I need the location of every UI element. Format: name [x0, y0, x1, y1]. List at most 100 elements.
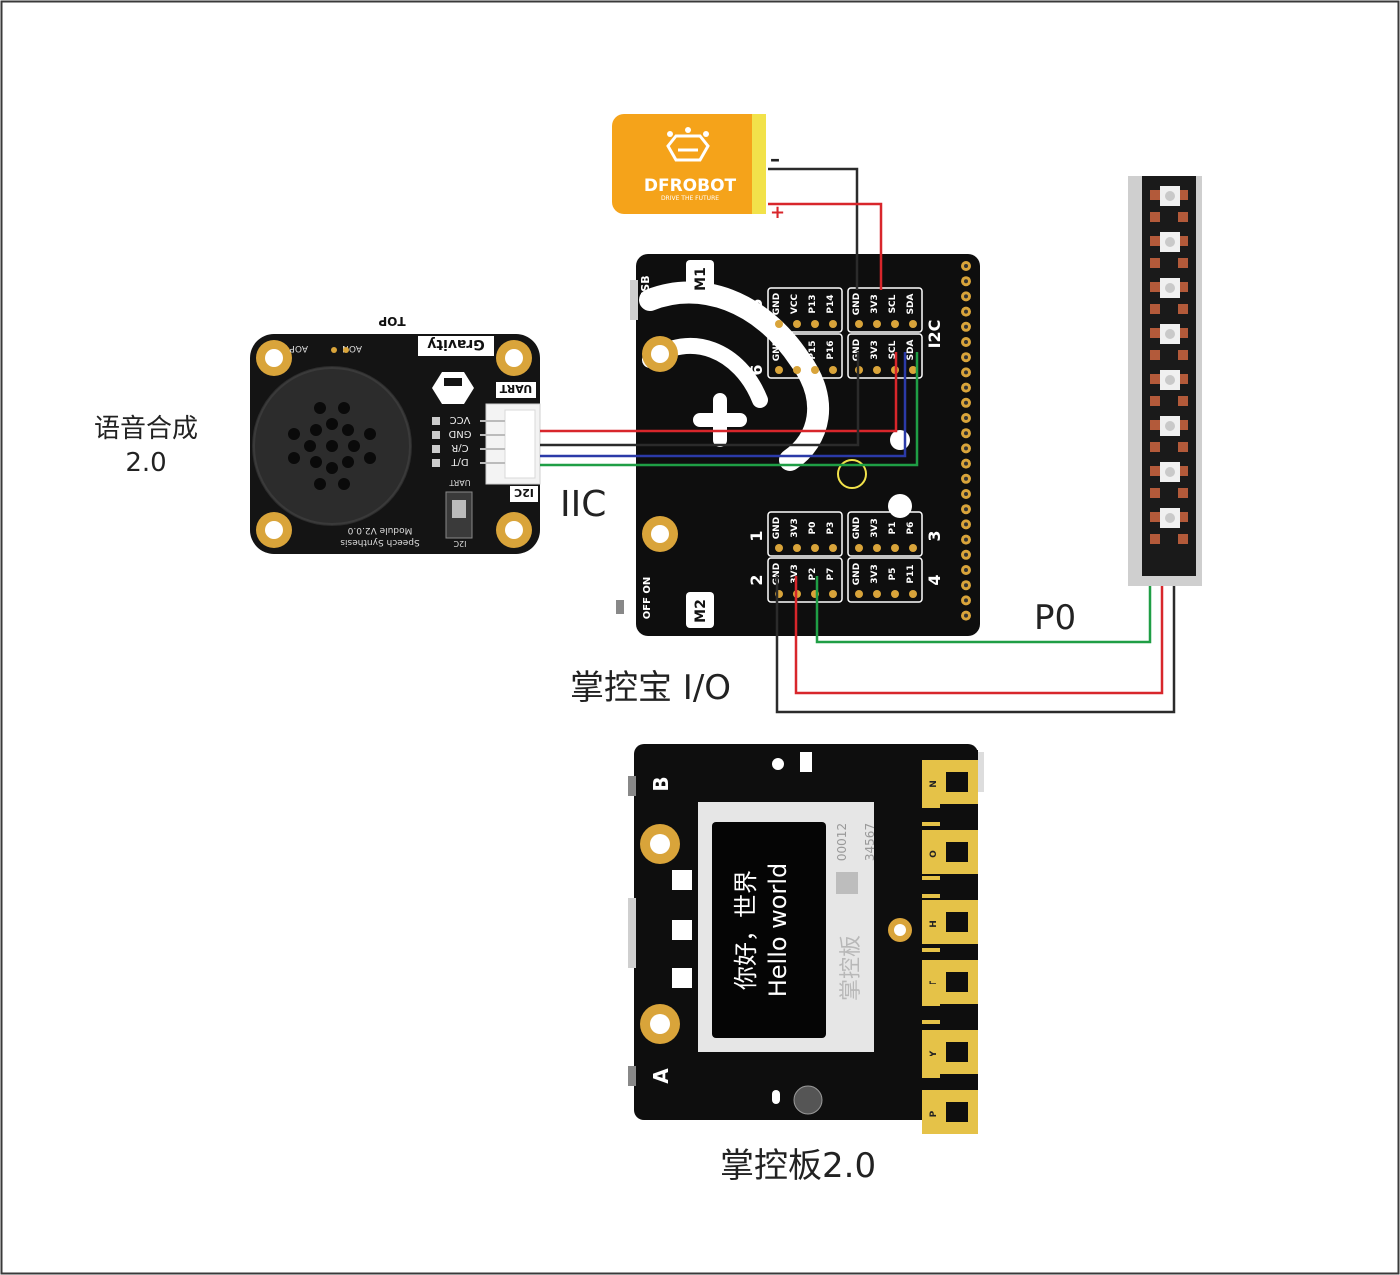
io-header-pin-label: P13 [808, 294, 818, 313]
io-header-pin-label: P6 [906, 522, 916, 535]
edge-pin: H [922, 900, 978, 944]
module-line-1: Speech Synthesis [340, 537, 420, 547]
switch-uart-label: UART [449, 478, 470, 487]
io-header-pin-label: GND [772, 517, 782, 539]
edge-finger [922, 1074, 940, 1078]
io-header-pin-label: GND [852, 517, 862, 539]
screen-brand: 掌控板 [839, 935, 864, 1001]
io-header-pin-label: P15 [808, 340, 818, 359]
serial-line-1: 00012 [835, 823, 849, 861]
led-strip-leds [1150, 186, 1188, 544]
edge-finger [922, 1002, 940, 1006]
io-m1-label: M1 [693, 267, 709, 291]
edge-pin-label: Y [929, 1050, 939, 1058]
speech-pin-labels: VCC GND C/R D/T [448, 414, 471, 467]
io-header-pin-label: VCC [790, 294, 800, 315]
speech-module-version: 2.0 [125, 448, 167, 478]
button-b-label: B [649, 776, 673, 791]
main-gold-pads [640, 824, 912, 1044]
io-header-pin-label: SDA [906, 294, 916, 315]
io-header-pin-label: 3V3 [790, 518, 800, 538]
led-pixel [1150, 278, 1188, 314]
pin-pad [432, 459, 440, 467]
edge-finger [922, 930, 940, 934]
edge-finger [922, 1038, 940, 1042]
button-b[interactable] [628, 776, 636, 796]
qr-code [836, 872, 858, 894]
wires [540, 167, 1176, 714]
io-header-pin-label: P11 [906, 564, 916, 583]
io-m1-badge [686, 260, 714, 296]
speech-pin-dots [432, 417, 440, 467]
battery-brand: DFROBOT [644, 176, 737, 196]
i2c-header-label: I2C [514, 486, 534, 499]
wire-speech-gnd [540, 352, 860, 447]
speaker-hole [310, 456, 322, 468]
edge-finger [922, 840, 940, 844]
io-header-pin-label: GND [852, 563, 862, 585]
battery-body [612, 114, 764, 214]
serial-line-2: 34567 [863, 823, 877, 861]
speech-mount-holes [256, 340, 532, 548]
io-port-6: 6 [747, 364, 766, 375]
button-a[interactable] [628, 1066, 636, 1086]
io-header-pin-label: 3V3 [870, 340, 880, 360]
speaker-hole [326, 440, 338, 452]
edge-pin: O [922, 830, 978, 874]
io-header-pin-label: GND [772, 563, 782, 585]
io-header-pin-label: 3V3 [870, 294, 880, 314]
io-header-pin-label: SDA [906, 340, 916, 361]
battery-plus-label: + [770, 202, 785, 223]
speech-top-label: TOP [378, 314, 405, 328]
io-port-2: 2 [747, 574, 766, 585]
buzzer [793, 1085, 823, 1115]
io-header-pin-label: P7 [826, 568, 836, 581]
pin-dt: D/T [451, 456, 469, 467]
uart-header-badge [496, 382, 536, 398]
speaker-hole [364, 428, 376, 440]
light-sensor-icon [772, 758, 784, 770]
aon-label: AON [342, 343, 362, 353]
speaker-icon [252, 366, 412, 526]
io-header-pin-label: GND [772, 339, 782, 361]
io-m2-badge [686, 592, 714, 628]
speaker-hole [288, 428, 300, 440]
microphone-icon [772, 1090, 780, 1104]
wire-led-power [794, 576, 1164, 695]
edge-pin-label: P [929, 1110, 939, 1117]
edge-finger [922, 1056, 940, 1060]
edge-pin-label: T [929, 980, 939, 987]
io-header-pin-label: P3 [826, 522, 836, 535]
screen-text-line-2: Hello world [764, 863, 792, 998]
led-pixel [1150, 416, 1188, 452]
wire-speech-vcc [540, 352, 898, 433]
edge-finger [922, 822, 940, 826]
speaker-hole [326, 418, 338, 430]
speaker-hole [304, 440, 316, 452]
battery-minus-label: – [770, 147, 780, 171]
io-header-pin-label: GND [852, 293, 862, 315]
dfrobot-logo-icon [666, 127, 710, 162]
gravity-brand: Gravity [427, 336, 485, 352]
battery-edge [752, 114, 766, 214]
edge-pin-label: O [929, 850, 939, 858]
pin-pad [432, 417, 440, 425]
main-rgb-leds [672, 870, 692, 988]
uart-i2c-switch [445, 491, 473, 539]
led-pixel [1150, 324, 1188, 360]
io-i2c-label: I2C [925, 320, 944, 349]
hexagon-logo-icon [432, 372, 474, 404]
i2c-header-badge [510, 486, 538, 502]
io-port-4: 4 [925, 574, 944, 585]
io-header-pin-label: SCL [888, 294, 898, 313]
pin-cr: C/R [451, 442, 468, 453]
io-header-pin-label: P16 [826, 340, 836, 359]
screen-text-line-1: 你好，世界 [732, 870, 760, 990]
